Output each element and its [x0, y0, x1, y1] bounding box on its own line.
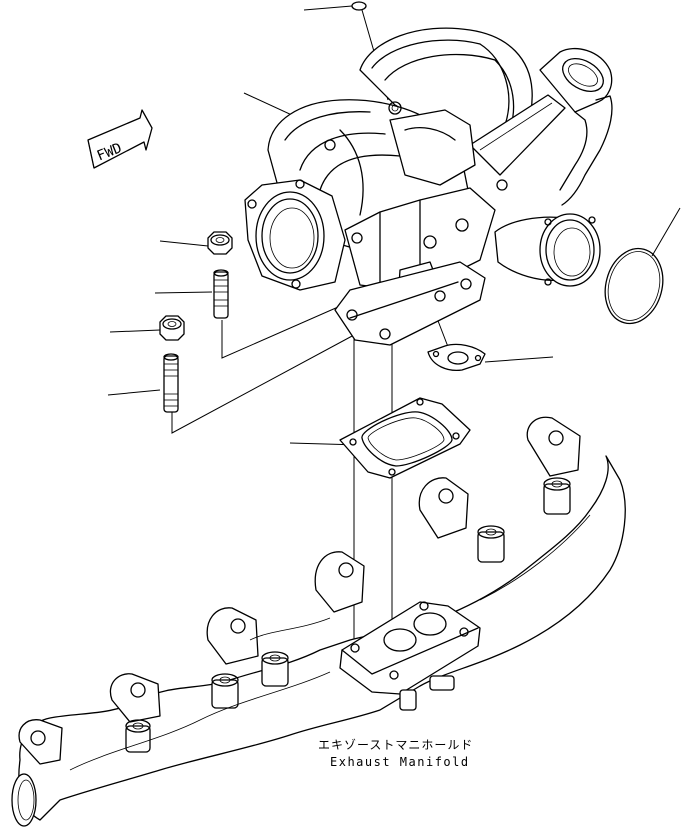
- turbocharger-part: [244, 27, 613, 346]
- hex-nut-part: [159, 315, 185, 341]
- gasket-turbo-mount-part: [339, 397, 471, 479]
- manifold-caption-japanese: エキゾーストマニホールド: [318, 738, 474, 752]
- fwd-arrow-icon: FWD: [87, 109, 153, 169]
- exhaust-manifold-part: [11, 416, 626, 827]
- gasket-small-oil-part: [427, 343, 486, 372]
- stud-short-part: [213, 269, 229, 319]
- manifold-caption-english: Exhaust Manifold: [330, 755, 470, 769]
- seal-ring-outlet-part: [604, 247, 664, 325]
- o-ring-top-part: [351, 1, 367, 11]
- flange-nut-part: [207, 231, 233, 255]
- fwd-arrow-label: FWD: [95, 140, 124, 164]
- stud-long-part: [163, 353, 179, 413]
